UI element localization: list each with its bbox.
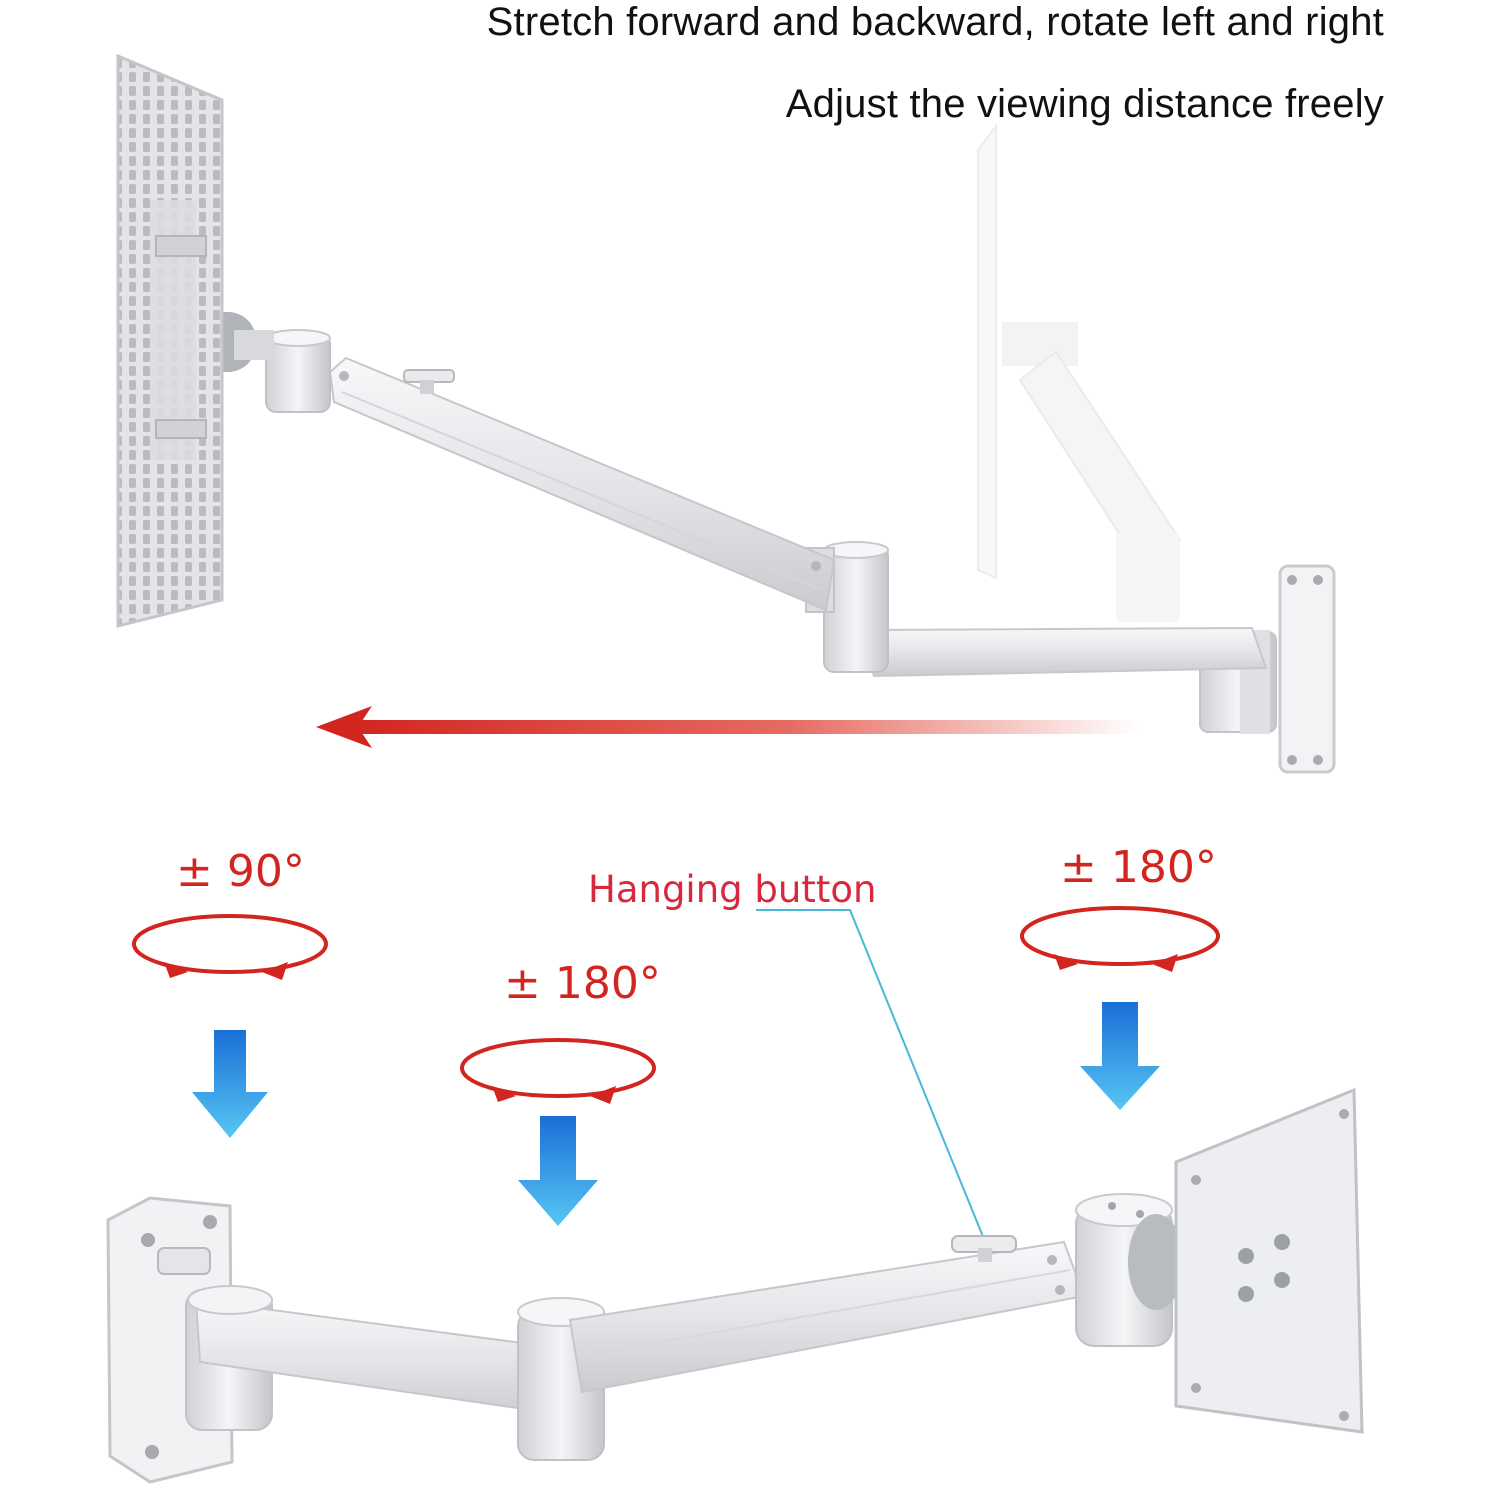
monitor-back-top <box>116 53 224 628</box>
upper-arm-top <box>328 356 836 612</box>
rotation-label-elbow: ± 180° <box>504 958 661 1009</box>
extend-arrow <box>316 706 1140 748</box>
wall-plate-top <box>1278 564 1336 774</box>
rotation-label-head: ± 180° <box>1060 842 1217 893</box>
tilt-knuckle-bottom <box>1128 1214 1184 1310</box>
lower-arm-top <box>860 626 1268 678</box>
blue-down-arrow-wall <box>192 1030 268 1138</box>
rotation-label-wall: ± 90° <box>176 846 305 897</box>
hanging-button-label: Hanging button <box>588 868 877 911</box>
headline-stretch: Stretch forward and backward, rotate lef… <box>486 0 1384 44</box>
retracted-arm-ghost <box>977 123 1182 622</box>
rotate-arrow-elbow <box>460 1038 656 1104</box>
callout-line <box>756 909 987 1245</box>
upper-arm-bottom <box>568 1240 1086 1394</box>
head-cylinder-top <box>265 329 331 413</box>
blue-down-arrow-head <box>1080 1002 1160 1110</box>
hanging-button-top <box>403 369 455 394</box>
rotate-arrow-wall <box>132 914 328 980</box>
vesa-plate <box>1174 1087 1364 1434</box>
blue-down-arrow-elbow <box>518 1116 598 1226</box>
rotate-arrow-head <box>1020 906 1220 972</box>
headline-distance: Adjust the viewing distance freely <box>785 82 1384 126</box>
first-arm-bottom <box>185 1285 602 1431</box>
hanging-button-bottom <box>951 1235 1017 1262</box>
